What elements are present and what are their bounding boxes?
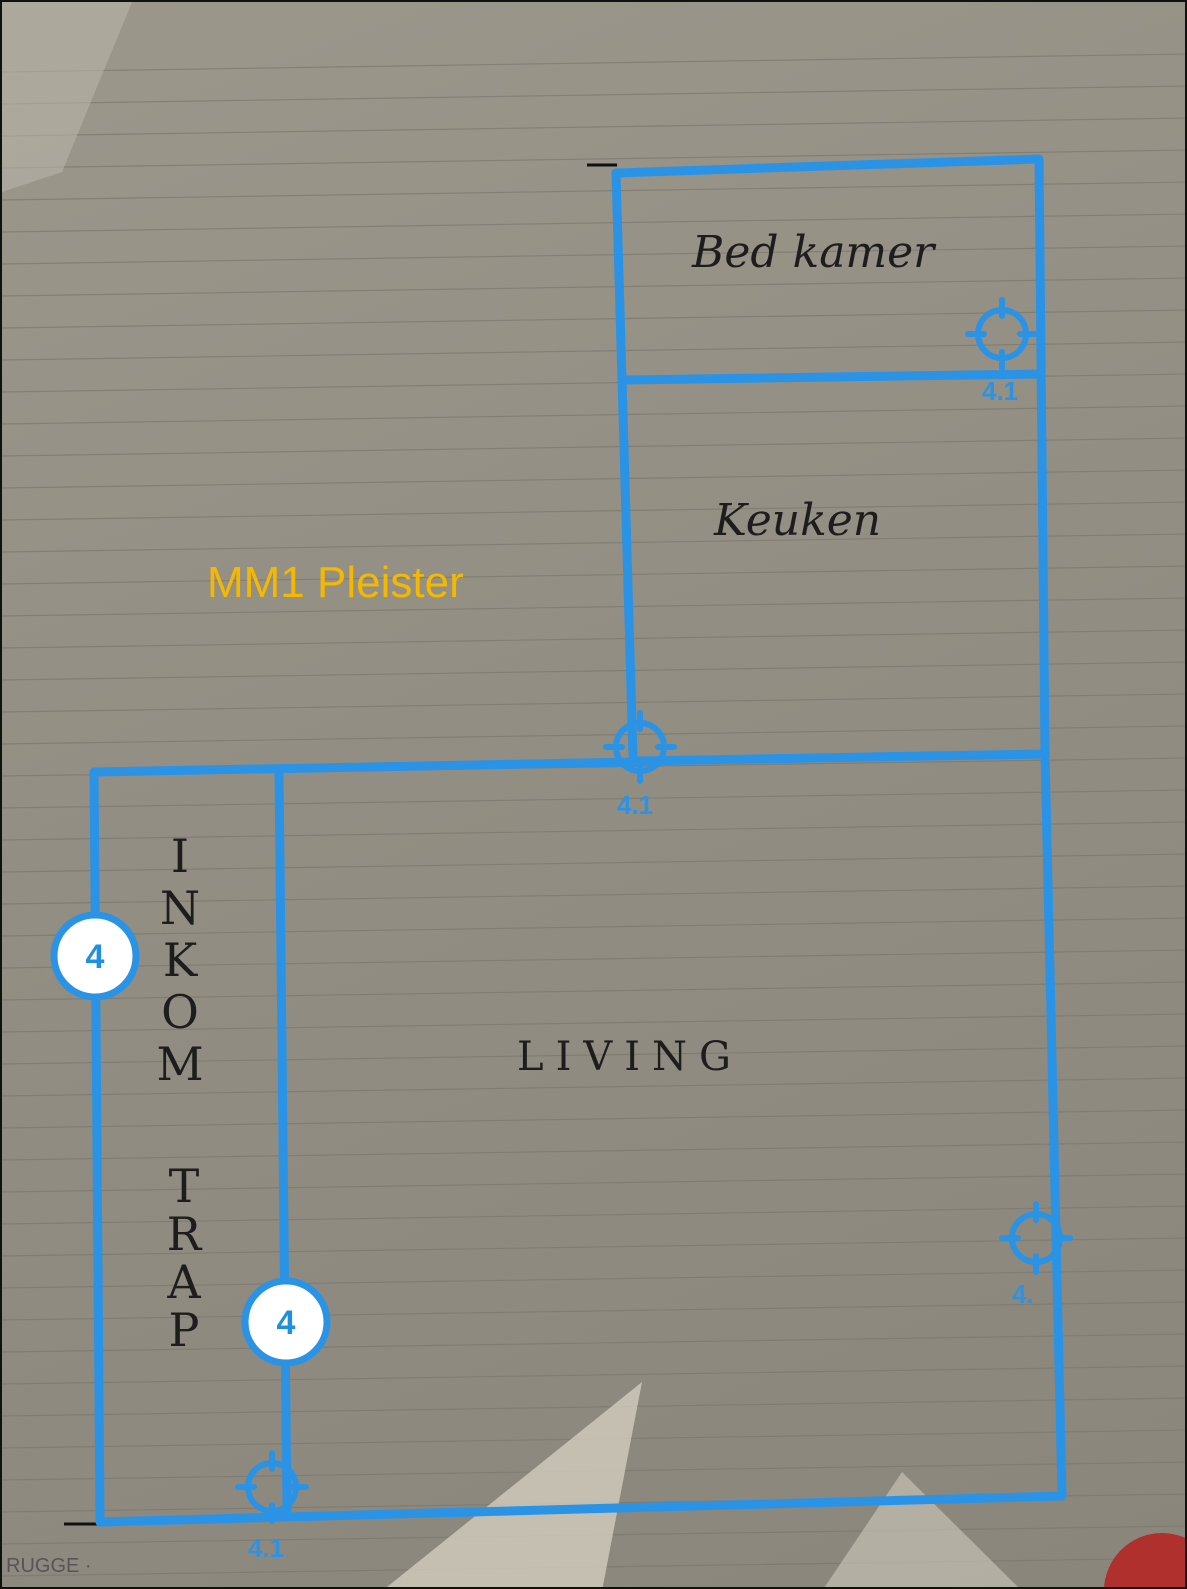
light-patch-bottom: [386, 1382, 642, 1587]
ruling-line: [2, 245, 1185, 265]
ruling-line: [2, 725, 1185, 745]
corner-logo: [1104, 1533, 1185, 1587]
ruling-line: [2, 149, 1185, 169]
ruling-line: [2, 1045, 1185, 1065]
ruling-line: [2, 533, 1185, 553]
ruling-line: [2, 1109, 1185, 1129]
badge-circle: [50, 911, 140, 1001]
ruling-line: [2, 981, 1185, 1001]
ruling-line: [2, 501, 1185, 521]
wall-bedroom-kitchen: [618, 369, 1046, 385]
ruling-line: [2, 853, 1185, 873]
handwritten-letter: A: [166, 1255, 201, 1309]
ruling-line: [2, 1237, 1185, 1257]
handwritten-letter: N: [160, 881, 200, 935]
ruling-line: [2, 949, 1185, 969]
marker-right-wall[interactable]: [999, 1201, 1073, 1275]
marker-label-living-top: 4.1: [617, 790, 653, 820]
ruling-line: [2, 693, 1185, 713]
room-label-kitchen: Keuken: [713, 495, 881, 546]
light-patch-top: [2, 2, 132, 192]
ruling-line: [2, 1365, 1185, 1385]
ruling-line: [2, 277, 1185, 297]
marker-living-top[interactable]: [603, 710, 677, 784]
ruling-line: [2, 181, 1185, 201]
ruling-line: [2, 85, 1185, 105]
wall-kitchen-living: [631, 749, 1050, 766]
ruling-line: [2, 1397, 1185, 1417]
ruling-line: [2, 1141, 1185, 1161]
footer-text: RUGGE ·: [6, 1555, 92, 1577]
ruling-line: [2, 1269, 1185, 1289]
ruling-line: [2, 565, 1185, 585]
marker-label-bedroom-corner: 4.1: [982, 376, 1018, 406]
handwritten-letter: M: [156, 1037, 203, 1091]
ruling-line: [2, 117, 1185, 137]
ruling-line: [2, 437, 1185, 457]
ruling-line: [2, 917, 1185, 937]
wall-kitchen-left: [611, 168, 638, 763]
ruling-line: [2, 1077, 1185, 1097]
paper-ruling: [2, 53, 1185, 1577]
ruling-line: [2, 1333, 1185, 1353]
handwritten-letter: R: [167, 1207, 203, 1261]
wall-entrance-living: [274, 767, 292, 1517]
badge-stair-wall[interactable]: 4: [241, 1277, 331, 1367]
outer-wall: [89, 154, 1067, 1527]
ruling-line: [2, 1173, 1185, 1193]
marker-label-right-wall: 4.: [1012, 1279, 1034, 1309]
badge-left-wall-text: 4: [86, 938, 105, 976]
marker-bedroom-corner[interactable]: [965, 297, 1039, 371]
light-patch-bottom-right: [824, 1472, 1018, 1587]
ruling-line: [2, 1013, 1185, 1033]
badge-left-wall[interactable]: 4: [50, 911, 140, 1001]
badge-circle: [241, 1277, 331, 1367]
ruling-line: [2, 469, 1185, 489]
ruling-line: [2, 661, 1185, 681]
ruling-line: [2, 341, 1185, 361]
ruling-line: [2, 213, 1185, 233]
marker-bottom[interactable]: [235, 1450, 309, 1524]
ruling-line: [2, 789, 1185, 809]
ruling-line: [2, 53, 1185, 73]
plan-title: MM1 Pleister: [207, 558, 464, 607]
ruling-line: [2, 597, 1185, 617]
handwritten-letter: I: [171, 829, 189, 883]
ruling-line: [2, 885, 1185, 905]
badge-stair-wall-text: 4: [277, 1304, 296, 1342]
handwritten-letter: O: [161, 985, 199, 1039]
room-label-bedroom: Bed kamer: [691, 227, 937, 278]
ruling-line: [2, 405, 1185, 425]
ruling-line: [2, 1301, 1185, 1321]
handwritten-letter: P: [169, 1303, 200, 1357]
ruling-line: [2, 1205, 1185, 1225]
ruling-line: [2, 821, 1185, 841]
room-label-living: LIVING: [517, 1034, 743, 1080]
ruling-line: [2, 629, 1185, 649]
marker-label-bottom: 4.1: [248, 1533, 284, 1563]
handwritten-letter: K: [163, 933, 199, 987]
walls: [89, 154, 1067, 1527]
handwritten-letter: T: [169, 1159, 200, 1213]
